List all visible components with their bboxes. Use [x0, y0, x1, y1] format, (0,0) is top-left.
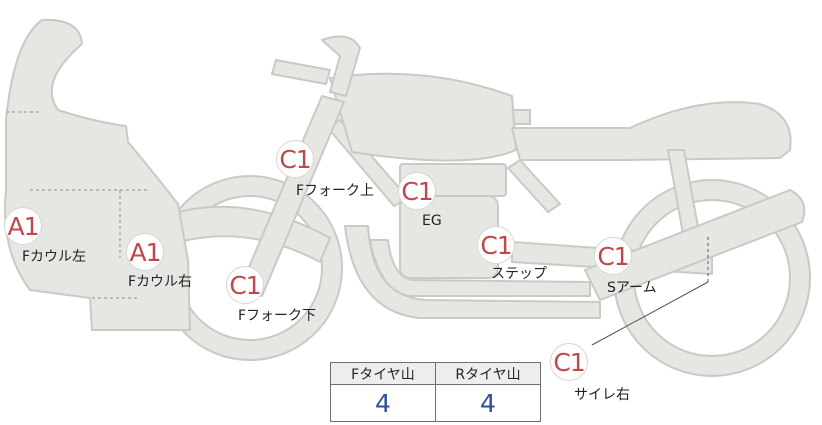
rear-tire-value: 4	[435, 384, 541, 422]
part-label-f-cowl-right: Fカウル右	[128, 274, 193, 290]
seat	[511, 101, 792, 161]
grade-marker-step: C1	[477, 226, 515, 264]
rear-tire-header: Rタイヤ山	[435, 362, 541, 385]
part-label-f-cowl-left: Fカウル左	[22, 249, 87, 265]
part-label-f-fork-lower: Fフォーク下	[238, 308, 317, 324]
fuel-tank	[329, 72, 517, 162]
exhaust-pipe-lower	[369, 239, 591, 297]
frame-rear	[507, 159, 561, 213]
grade-marker-f-fork-upper: C1	[276, 140, 314, 178]
grade-marker-f-cowl-left: A1	[4, 207, 42, 245]
grade-marker-f-fork-lower: C1	[226, 266, 264, 304]
part-label-muffler-right: サイレ右	[574, 387, 630, 403]
front-tire-value: 4	[330, 384, 436, 422]
muffler	[584, 189, 806, 301]
grade-marker-engine: C1	[398, 172, 436, 210]
handlebar	[271, 59, 331, 85]
part-label-f-fork-upper: Fフォーク上	[296, 183, 375, 199]
grade-marker-f-cowl-right: A1	[126, 233, 164, 271]
grade-marker-swing-arm: C1	[594, 237, 632, 275]
tire-tread-table: Fタイヤ山 Rタイヤ山 4 4	[330, 362, 541, 422]
part-label-swing-arm: Sアーム	[607, 280, 657, 296]
handlebar-grip	[321, 35, 361, 97]
grade-marker-muffler-right: C1	[550, 343, 588, 381]
front-tire-header: Fタイヤ山	[330, 362, 436, 385]
part-label-engine: EG	[422, 213, 442, 229]
front-fork	[239, 95, 345, 297]
part-label-step: ステップ	[491, 266, 547, 282]
